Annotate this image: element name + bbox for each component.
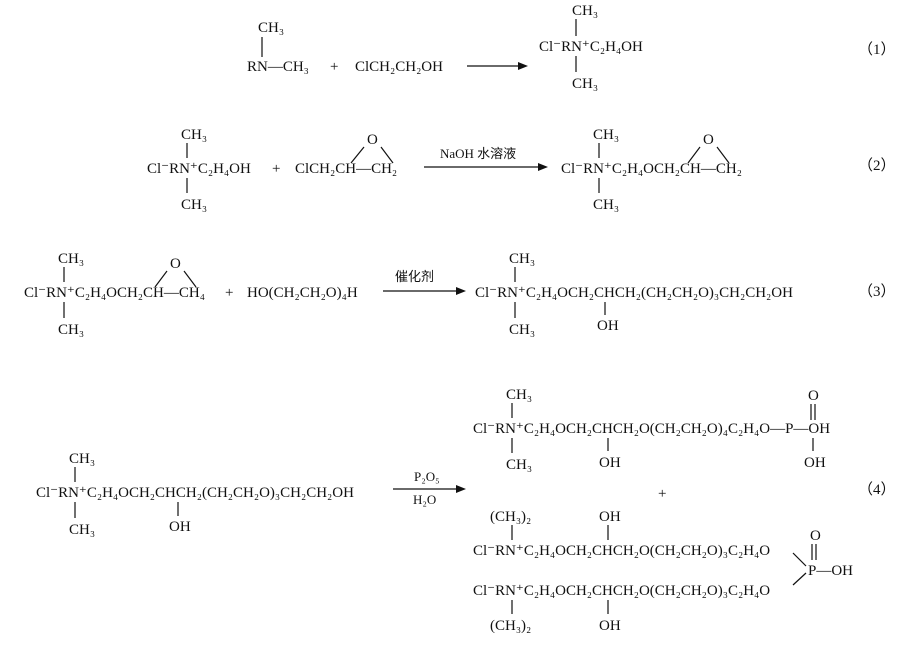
r4-reactant-methyl-top: CH₃ [69, 451, 95, 467]
r4-plus: + [658, 486, 666, 502]
r1-reactant1: RN—CH₃ [247, 59, 309, 75]
reaction-4: CH₃ Cl⁻RN⁺C₂H₄OCH₂CHCH₂(CH₂CH₂O)₃CH₂CH₂O… [36, 387, 896, 634]
r4-product2-dimethyl-top: (CH₃)₂ [490, 509, 531, 525]
r3-arrow-catalyst: 催化剂 [395, 269, 434, 284]
reaction-3: CH₃ Cl⁻RN⁺C₂H₄OCH₂CH—CH₄ CH₃ O + HO(CH₂C… [24, 251, 896, 338]
r4-arrow [393, 485, 466, 493]
r3-product-methyl-bottom: CH₃ [509, 322, 535, 338]
r3-reactant1-methyl-top: CH₃ [58, 251, 84, 267]
r2-arrow-condition: NaOH 水溶液 [440, 146, 516, 161]
r3-epoxide-bond-left [154, 270, 168, 288]
r4-product2-hydroxyl-bottom: OH [599, 618, 621, 634]
r3-reactant1-oxygen: O [170, 256, 181, 272]
r4-product2-p-bond-upper [792, 552, 807, 567]
r2-number: （2） [858, 157, 896, 174]
r2-product-epoxide-left [687, 146, 701, 164]
r2-product-oxygen: O [703, 132, 714, 148]
r2-product-epoxide-right [716, 146, 730, 164]
r4-product1-methyl-top: CH₃ [506, 387, 532, 403]
r2-reactant1-methyl-top: CH₃ [181, 127, 207, 143]
r4-product1: Cl⁻RN⁺C₂H₄OCH₂CHCH₂O(CH₂CH₂O)₄C₂H₄O—P—OH [473, 421, 830, 437]
r4-product2-hydroxyl-top: OH [599, 509, 621, 525]
r2-epoxide-bond-left [350, 146, 365, 164]
r2-arrow [424, 163, 548, 171]
r3-reactant1-methyl-bottom: CH₃ [58, 322, 84, 338]
r2-product-methyl-top: CH₃ [593, 127, 619, 143]
r2-reactant2: ClCH₂CH—CH₂ [295, 161, 397, 177]
r1-arrow [467, 62, 528, 70]
r3-reactant2: HO(CH₂CH₂O)₄H [247, 285, 358, 301]
r4-product2-chain-1: Cl⁻RN⁺C₂H₄OCH₂CHCH₂O(CH₂CH₂O)₃C₂H₄O [473, 543, 770, 559]
r1-product-methyl-top: CH₃ [572, 3, 598, 19]
r3-arrow [383, 287, 466, 295]
r3-product-methyl-top: CH₃ [509, 251, 535, 267]
r3-product: Cl⁻RN⁺C₂H₄OCH₂CHCH₂(CH₂CH₂O)₃CH₂CH₂OH [475, 285, 793, 301]
r4-product2-dimethyl-bottom: (CH₃)₂ [490, 618, 531, 634]
r3-epoxide-bond-right [183, 270, 197, 288]
r4-product2-chain-2: Cl⁻RN⁺C₂H₄OCH₂CHCH₂O(CH₂CH₂O)₃C₂H₄O [473, 583, 770, 599]
r4-product2-phosphorus: P—OH [808, 563, 853, 579]
r4-product2-phosphoryl-oxygen: O [810, 528, 821, 544]
r4-product1-p-hydroxyl: OH [804, 455, 826, 471]
r1-reactant1-methyl: CH₃ [258, 20, 284, 36]
r2-plus: + [272, 161, 280, 177]
r4-reactant-hydroxyl: OH [169, 519, 191, 535]
r2-epoxide-bond-right [380, 146, 394, 164]
r3-reactant1: Cl⁻RN⁺C₂H₄OCH₂CH—CH₄ [24, 285, 205, 301]
r3-number: （3） [858, 283, 896, 300]
r2-product: Cl⁻RN⁺C₂H₄OCH₂CH—CH₂ [561, 161, 742, 177]
r4-product2-p-bond-lower [792, 572, 807, 586]
r1-product-methyl-bottom: CH₃ [572, 76, 598, 92]
reaction-1: CH₃ RN—CH₃ + ClCH₂CH₂OH CH₃ Cl⁻RN⁺C₂H₄OH… [247, 3, 896, 92]
r2-reactant1-methyl-bottom: CH₃ [181, 197, 207, 213]
r4-product1-methyl-bottom: CH₃ [506, 457, 532, 473]
r1-plus: + [330, 59, 338, 75]
r1-reactant2: ClCH₂CH₂OH [355, 59, 443, 75]
r4-reactant: Cl⁻RN⁺C₂H₄OCH₂CHCH₂(CH₂CH₂O)₃CH₂CH₂OH [36, 485, 354, 501]
r2-product-methyl-bottom: CH₃ [593, 197, 619, 213]
r4-number: （4） [858, 481, 896, 498]
r1-product: Cl⁻RN⁺C₂H₄OH [539, 39, 643, 55]
r3-product-hydroxyl: OH [597, 318, 619, 334]
r4-product1-hydroxyl: OH [599, 455, 621, 471]
r4-product1-phosphoryl-oxygen: O [808, 388, 819, 404]
reaction-2: CH₃ Cl⁻RN⁺C₂H₄OH CH₃ + O ClCH₂CH—CH₂ NaO… [147, 127, 896, 213]
r4-arrow-reagent-bottom: H₂O [413, 492, 436, 507]
r2-reactant2-oxygen: O [367, 132, 378, 148]
r1-number: （1） [858, 41, 896, 58]
r4-arrow-reagent-top: P₂O₅ [414, 469, 440, 484]
r3-plus: + [225, 285, 233, 301]
r4-reactant-methyl-bottom: CH₃ [69, 522, 95, 538]
r2-reactant1: Cl⁻RN⁺C₂H₄OH [147, 161, 251, 177]
